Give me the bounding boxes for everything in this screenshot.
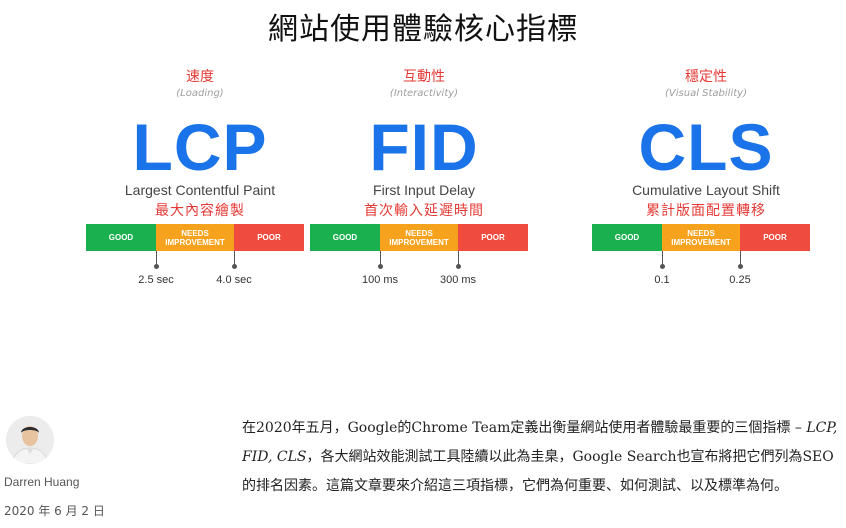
scale-good: GOOD bbox=[592, 224, 662, 251]
threshold-tick bbox=[378, 251, 383, 269]
scale-good: GOOD bbox=[310, 224, 380, 251]
scale-poor: POOR bbox=[234, 224, 304, 251]
metric-cls: 穩定性 (Visual Stability) CLS Cumulative La… bbox=[586, 66, 826, 296]
author-avatar[interactable] bbox=[6, 416, 54, 464]
threshold-label: 2.5 sec bbox=[138, 274, 174, 286]
threshold-label: 0.1 bbox=[654, 274, 670, 286]
article-text: ，各大網站效能測試工具陸續以此為圭臬，Google Search也宣布將把它們列… bbox=[242, 449, 834, 494]
metric-category-en: (Interactivity) bbox=[389, 88, 459, 99]
threshold-label: 0.25 bbox=[729, 274, 751, 286]
threshold-tick bbox=[456, 251, 461, 269]
metric-name-zh: 首次輸入延遲時間 bbox=[364, 203, 484, 219]
metric-category-en: (Loading) bbox=[176, 88, 224, 99]
article-text: 在2020年五月，Google的Chrome Team定義出衡量網站使用者體驗最… bbox=[242, 420, 807, 436]
metric-name-zh: 最大內容繪製 bbox=[155, 203, 245, 219]
metric-category-zh: 互動性 bbox=[403, 69, 445, 85]
rating-scale: GOOD NEEDS IMPROVEMENT POOR bbox=[310, 224, 528, 251]
metric-abbreviation: FID bbox=[369, 110, 479, 184]
metric-category-zh: 速度 bbox=[186, 69, 214, 85]
threshold-label: 100 ms bbox=[361, 274, 399, 286]
post-date: 2020 年 6 月 2 日 bbox=[4, 504, 105, 518]
metric-abbreviation: CLS bbox=[638, 110, 774, 184]
threshold-tick bbox=[232, 251, 237, 269]
threshold-tick bbox=[738, 251, 743, 269]
metric-category-zh: 穩定性 bbox=[685, 69, 727, 85]
avatar-portrait-icon bbox=[6, 416, 54, 464]
scale-needs-improvement: NEEDS IMPROVEMENT bbox=[380, 224, 458, 251]
metric-name-en: First Input Delay bbox=[373, 182, 475, 198]
threshold-label: 300 ms bbox=[439, 274, 477, 286]
author-name[interactable]: Darren Huang bbox=[4, 475, 80, 489]
scale-needs-improvement: NEEDS IMPROVEMENT bbox=[662, 224, 740, 251]
scale-poor: POOR bbox=[740, 224, 810, 251]
metric-lcp: 速度 (Loading) LCP Largest Contentful Pain… bbox=[80, 66, 320, 296]
scale-needs-improvement: NEEDS IMPROVEMENT bbox=[156, 224, 234, 251]
hero-title: 網站使用體驗核心指標 bbox=[268, 12, 578, 47]
metric-name-zh: 累計版面配置轉移 bbox=[646, 203, 766, 219]
article-intro: 在2020年五月，Google的Chrome Team定義出衡量網站使用者體驗最… bbox=[242, 414, 838, 501]
metric-abbreviation: LCP bbox=[132, 110, 268, 184]
metric-category-en: (Visual Stability) bbox=[665, 88, 747, 99]
metric-name-en: Largest Contentful Paint bbox=[124, 182, 276, 198]
article-metrics-emphasis: LCP, FID, CLS bbox=[242, 420, 838, 465]
scale-good: GOOD bbox=[86, 224, 156, 251]
rating-scale: GOOD NEEDS IMPROVEMENT POOR bbox=[592, 224, 810, 251]
threshold-tick bbox=[154, 251, 159, 269]
threshold-label: 4.0 sec bbox=[216, 274, 252, 286]
metric-name-en: Cumulative Layout Shift bbox=[632, 182, 780, 198]
threshold-tick bbox=[660, 251, 665, 269]
rating-scale: GOOD NEEDS IMPROVEMENT POOR bbox=[86, 224, 304, 251]
metric-fid: 互動性 (Interactivity) FID First Input Dela… bbox=[304, 66, 544, 296]
scale-poor: POOR bbox=[458, 224, 528, 251]
